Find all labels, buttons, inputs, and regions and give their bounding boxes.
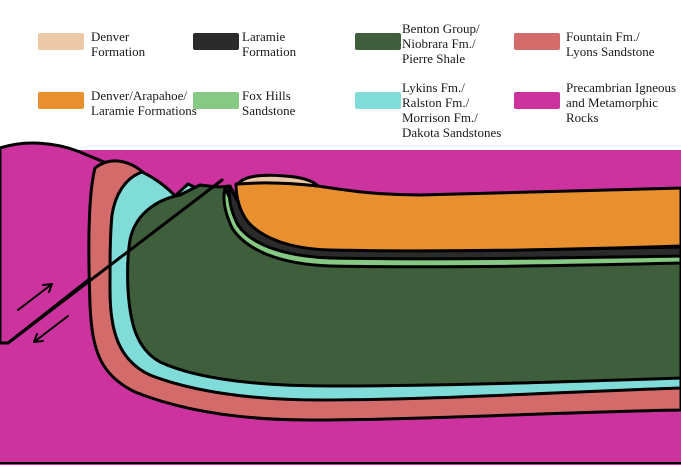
swatch-laramie-formation — [193, 33, 239, 50]
swatch-lykins-ralston — [355, 92, 401, 109]
label-denver-arapahoe-laramie: Denver/Arapahoe/ Laramie Formations — [91, 88, 197, 118]
swatch-fountain-lyons — [514, 33, 560, 50]
swatch-benton-group — [355, 33, 401, 50]
label-lykins-ralston: Lykins Fm./ Ralston Fm./ Morrison Fm./ D… — [402, 80, 501, 140]
label-benton-group: Benton Group/ Niobrara Fm./ Pierre Shale — [402, 21, 480, 66]
swatch-precambrian — [514, 92, 560, 109]
label-fountain-lyons: Fountain Fm./ Lyons Sandstone — [566, 29, 654, 59]
label-laramie-formation: Laramie Formation — [242, 29, 296, 59]
legend: Denver Formation Laramie Formation Bento… — [0, 0, 681, 150]
geologic-cross-section — [0, 140, 681, 465]
label-denver-formation: Denver Formation — [91, 29, 145, 59]
label-precambrian: Precambrian Igneous and Metamorphic Rock… — [566, 80, 676, 125]
swatch-denver-formation — [38, 33, 84, 50]
swatch-fox-hills — [193, 92, 239, 109]
label-fox-hills: Fox Hills Sandstone — [242, 88, 295, 118]
swatch-denver-arapahoe-laramie — [38, 92, 84, 109]
